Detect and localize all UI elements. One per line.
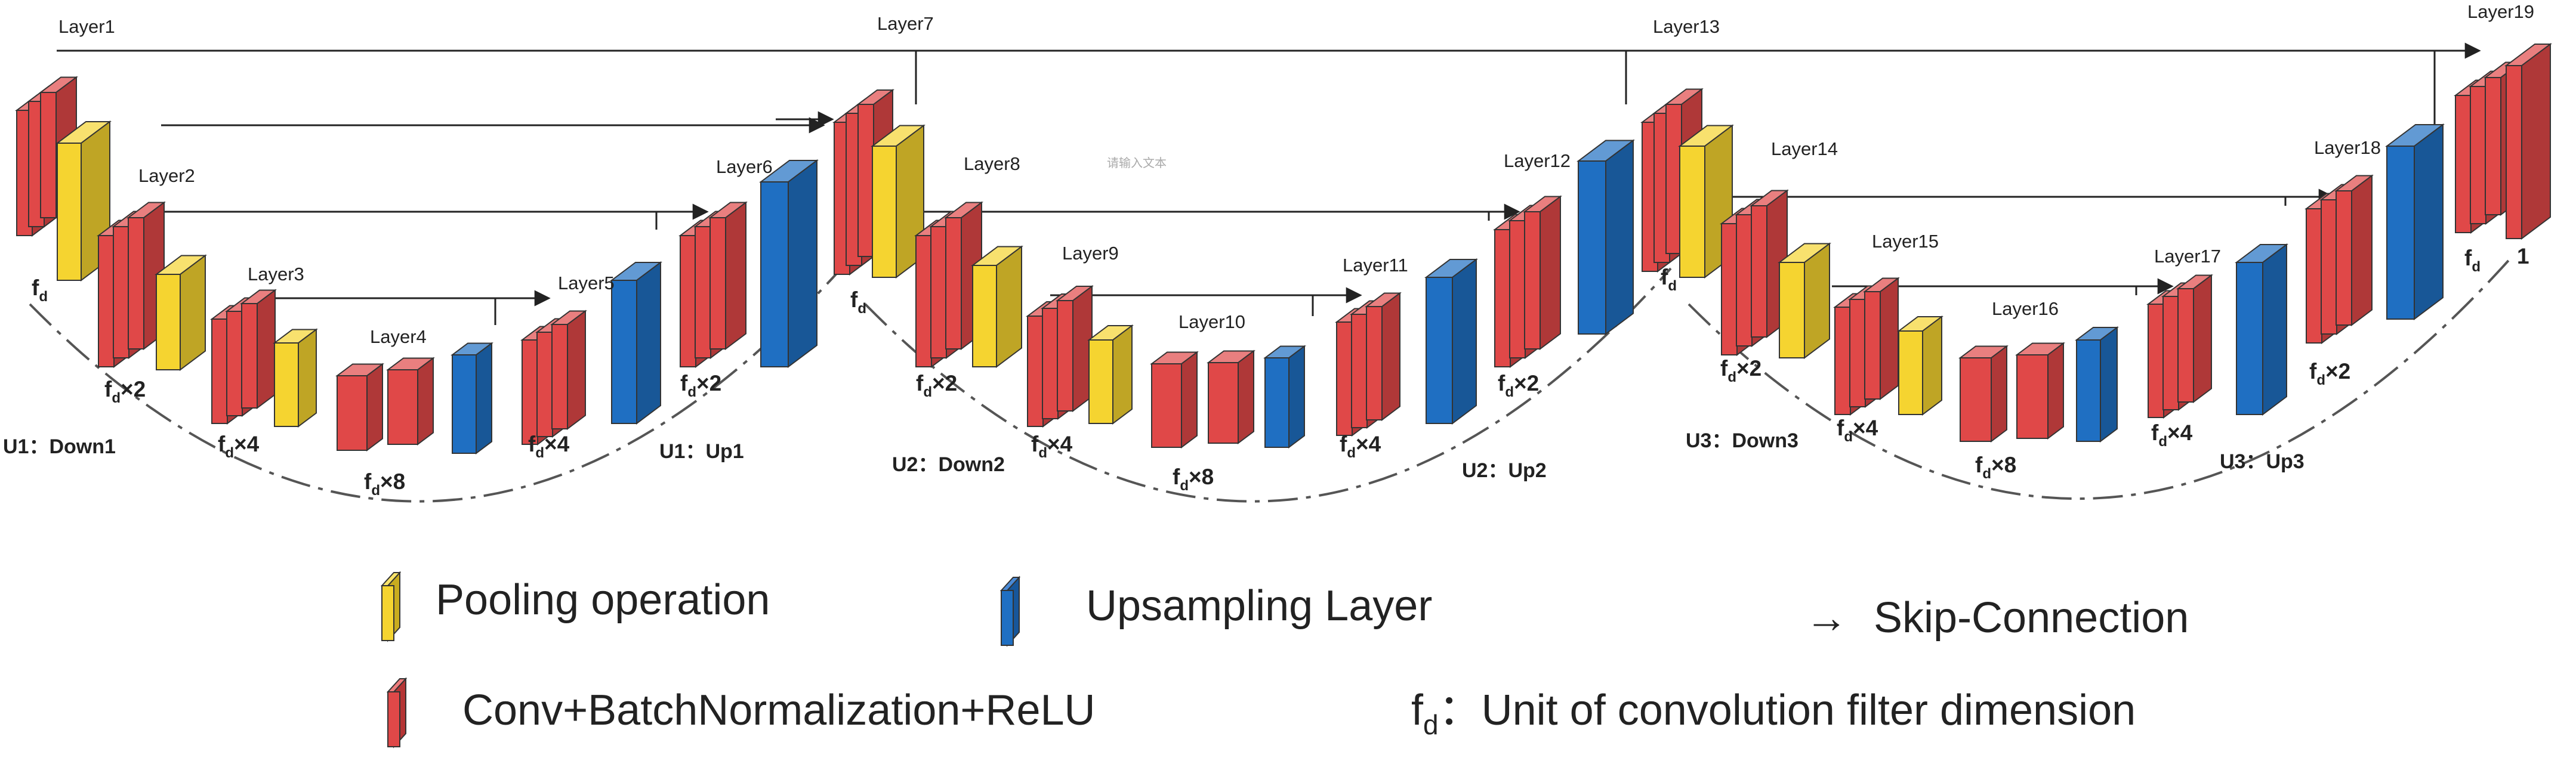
label-layer10: Layer10 [1179, 311, 1245, 332]
dim-fd8-u3: fd×8 [1975, 453, 2016, 482]
block-l14 [1720, 189, 1831, 359]
block-l4 [335, 342, 493, 454]
dim-fd2-u2-down: fd×2 [916, 371, 957, 400]
dim-fd4-u1-up: fd×4 [528, 432, 570, 461]
dimension-labels: fd fd×2 fd×4 fd×8 fd×4 fd×2 fd fd×2 fd×4… [32, 244, 2529, 499]
block-l19 [2454, 43, 2552, 240]
block-l9 [1026, 285, 1134, 428]
label-layer1: Layer1 [58, 16, 115, 37]
u2-arc [864, 267, 1672, 503]
legend-conv-label: Conv+BatchNormalization+ReLU [462, 686, 1096, 734]
legend-pool-swatch [380, 571, 402, 642]
label-layer13: Layer13 [1653, 16, 1720, 37]
block-l10 [1150, 345, 1306, 449]
block-l18 [2304, 123, 2445, 344]
legend-pool-label: Pooling operation [436, 576, 770, 624]
label-layer8: Layer8 [964, 153, 1020, 174]
dim-fd-u1-start: fd [32, 276, 48, 305]
section-u3-down: U3：Down3 [1686, 429, 1798, 452]
layer-labels: Layer1 Layer2 Layer3 Layer4 Layer5 Layer… [58, 1, 2534, 347]
label-layer16: Layer16 [1992, 298, 2059, 319]
legend-up-label: Upsampling Layer [1086, 582, 1432, 630]
dim-fd2-u3-down: fd×2 [1720, 356, 1761, 385]
label-layer17: Layer17 [2154, 246, 2221, 267]
label-layer9: Layer9 [1062, 243, 1119, 264]
dim-fd2-u1-down: fd×2 [104, 377, 146, 406]
u1-arc [29, 267, 843, 503]
watermark-text: 请输入文本 [1107, 156, 1167, 170]
legend-skip-icon: → [1805, 594, 1848, 642]
legend-skip-label: Skip-Connection [1874, 594, 2189, 642]
dim-fd8-u2: fd×8 [1173, 465, 1214, 494]
skip-connections [57, 42, 2481, 325]
u3-arc [1687, 255, 2513, 500]
section-labels: U1：Down1 U1：Up1 U2：Down2 U2：Up2 U3：Down3… [3, 429, 2304, 482]
legend: Pooling operation Upsampling Layer → Ski… [380, 571, 2189, 749]
section-u1-up: U1：Up1 [659, 440, 744, 463]
block-l6 [678, 159, 819, 368]
section-u2-down: U2：Down2 [892, 453, 1005, 476]
dim-one-final: 1 [2517, 244, 2529, 268]
label-layer18: Layer18 [2314, 137, 2381, 158]
dim-fd8-u1: fd×8 [364, 469, 405, 499]
dim-fd2-u3-up: fd×2 [2309, 359, 2350, 388]
label-layer2: Layer2 [138, 165, 195, 186]
legend-conv-swatch [386, 677, 408, 749]
block-l17 [2146, 243, 2288, 419]
section-u1-down: U1：Down1 [3, 435, 116, 458]
dim-fd2-u1-up: fd×2 [680, 371, 721, 400]
label-layer7: Layer7 [877, 13, 934, 34]
label-layer6: Layer6 [716, 156, 773, 177]
dim-fd-u3-start: fd [1661, 265, 1677, 294]
dim-fd-u2-start: fd [850, 287, 866, 317]
block-l16 [1958, 326, 2119, 443]
dim-fd4-u2-up: fd×4 [1340, 432, 1381, 461]
dim-fd4-u3-down: fd×4 [1837, 416, 1878, 445]
block-l1 [15, 76, 112, 282]
label-layer3: Layer3 [248, 264, 304, 284]
dim-fd-final: fd [2464, 246, 2481, 275]
block-l15 [1833, 277, 1943, 416]
dim-fd4-u1-down: fd×4 [218, 432, 260, 461]
block-l3 [210, 289, 318, 428]
block-l5 [520, 261, 662, 446]
dim-fd4-u3-up: fd×4 [2151, 420, 2193, 450]
label-layer5: Layer5 [558, 273, 615, 293]
section-u2-up: U2：Up2 [1462, 459, 1547, 482]
label-layer12: Layer12 [1504, 150, 1571, 171]
block-l11 [1335, 258, 1478, 437]
block-l12 [1493, 139, 1635, 368]
label-layer15: Layer15 [1872, 231, 1939, 252]
legend-up-swatch [999, 576, 1021, 647]
dim-fd2-u2-up: fd×2 [1498, 371, 1539, 400]
dim-fd4-u2-down: fd×4 [1031, 432, 1073, 461]
label-layer14: Layer14 [1771, 138, 1838, 159]
label-layer11: Layer11 [1343, 255, 1408, 276]
block-l13 [1640, 88, 1734, 279]
block-l8 [914, 201, 1023, 368]
legend-fd-label: fd：Unit of convolution filter dimension [1411, 686, 2136, 740]
label-layer4: Layer4 [370, 326, 427, 347]
block-l2 [97, 201, 207, 371]
block-l7 [832, 89, 925, 279]
label-layer19: Layer19 [2467, 1, 2534, 22]
section-u3-up: U3：Up3 [2220, 450, 2304, 473]
layer-blocks [15, 43, 2552, 454]
